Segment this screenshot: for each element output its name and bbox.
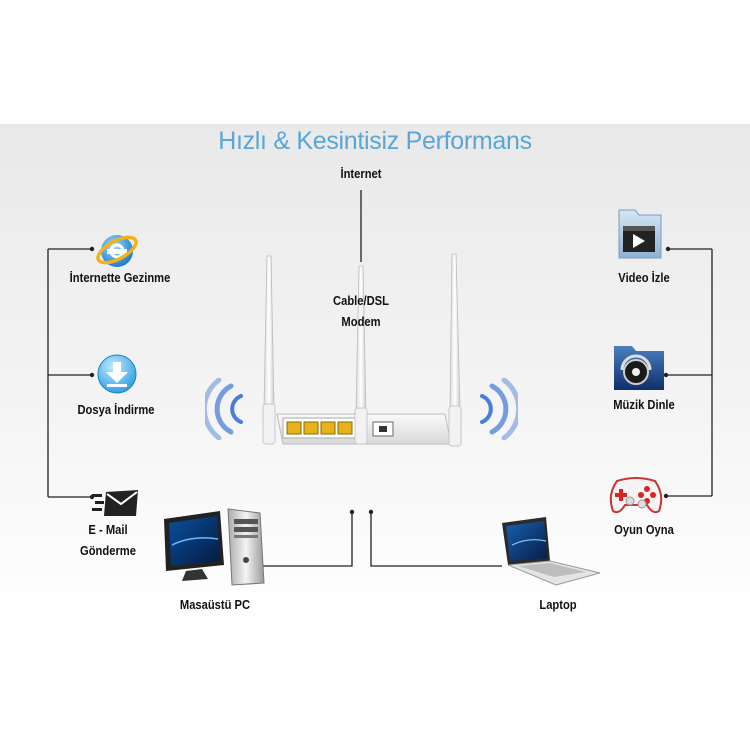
laptop-link-line: [370, 512, 502, 567]
laptop-icon: [502, 517, 601, 586]
email-label-line2: Gönderme: [80, 543, 136, 558]
desktop-link-line: [262, 512, 353, 567]
modem-label-line1: Cable/DSL: [333, 293, 389, 308]
wifi-left-icon: [205, 378, 243, 440]
email-label-line1: E - Mail: [88, 522, 128, 537]
modem-label-line2: Modem: [341, 314, 381, 329]
router-icon: [262, 253, 462, 447]
video-label: Video İzle: [618, 270, 670, 285]
download-label: Dosya İndirme: [77, 402, 155, 417]
game-label: Oyun Oyna: [614, 522, 674, 537]
internet-explorer-icon: [96, 235, 138, 267]
desktop-pc-icon: [164, 508, 265, 586]
laptop-label: Laptop: [539, 597, 577, 612]
internet-label: İnternet: [340, 166, 382, 181]
wifi-right-icon: [480, 378, 518, 440]
video-folder-icon: [618, 209, 662, 259]
music-folder-icon: [614, 346, 664, 390]
email-icon: [92, 490, 138, 516]
music-label: Müzik Dinle: [613, 397, 675, 412]
modem-label: Cable/DSL Modem: [318, 290, 404, 332]
browsing-label: İnternette Gezinme: [69, 270, 171, 285]
diagram-title: Hızlı & Kesintisiz Performans: [218, 127, 532, 155]
desktop-label: Masaüstü PC: [179, 597, 251, 612]
email-label: E - Mail Gönderme: [56, 519, 159, 561]
download-icon: [97, 354, 137, 394]
gamepad-icon: [609, 477, 663, 514]
